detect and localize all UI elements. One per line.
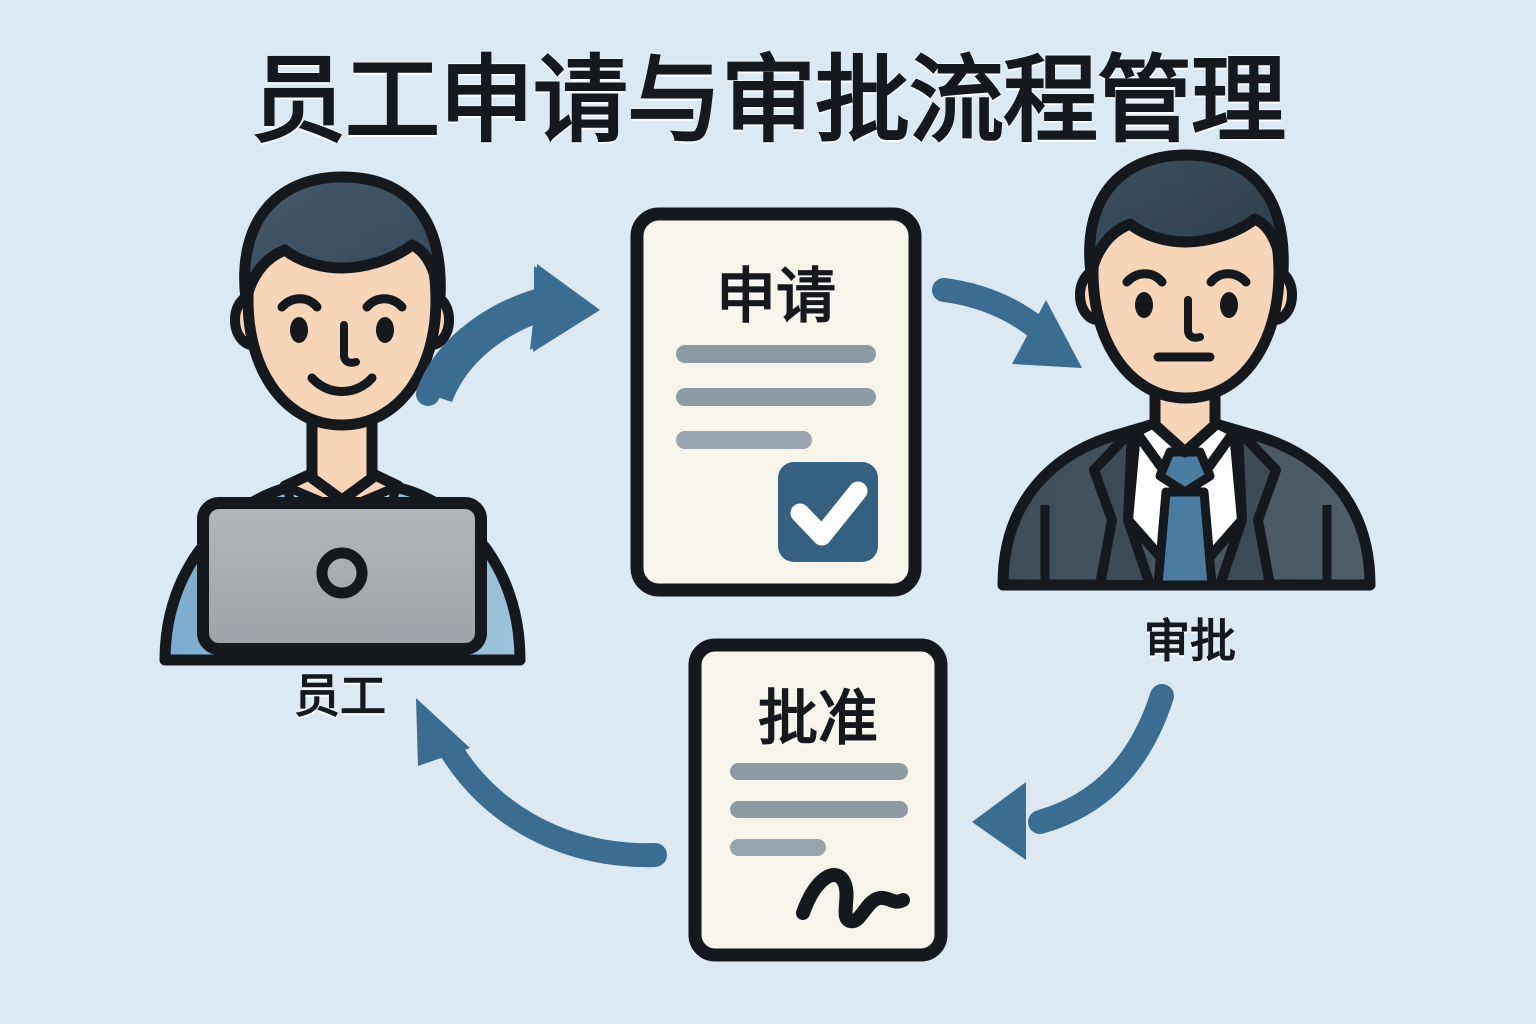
arrow-application-to-approver[interactable] [932, 278, 1082, 368]
arrow-approver-to-approval[interactable] [972, 684, 1174, 860]
arrow-approval-to-employee[interactable] [416, 698, 667, 868]
signature-icon [796, 868, 910, 929]
approver-figure[interactable] [997, 149, 1376, 591]
doc-text-line [676, 431, 812, 449]
application-document[interactable] [630, 207, 922, 597]
flow-arrows [416, 264, 1174, 868]
approver-label: 审批 [1144, 615, 1236, 667]
approval-document-title: 批准 [758, 685, 878, 752]
application-document-title: 申请 [716, 263, 836, 330]
doc-text-line [730, 839, 826, 856]
doc-text-line [676, 345, 876, 363]
arrow-employee-to-application[interactable] [416, 264, 600, 406]
doc-text-line [676, 388, 876, 406]
employee-label: 员工 [294, 670, 386, 722]
checkbox-checked-icon[interactable] [778, 462, 878, 562]
approval-document[interactable] [688, 638, 948, 962]
page-title: 员工申请与审批流程管理 [250, 48, 1286, 154]
employee-figure[interactable] [159, 171, 526, 666]
doc-text-line [730, 801, 908, 818]
doc-text-line [730, 763, 908, 780]
